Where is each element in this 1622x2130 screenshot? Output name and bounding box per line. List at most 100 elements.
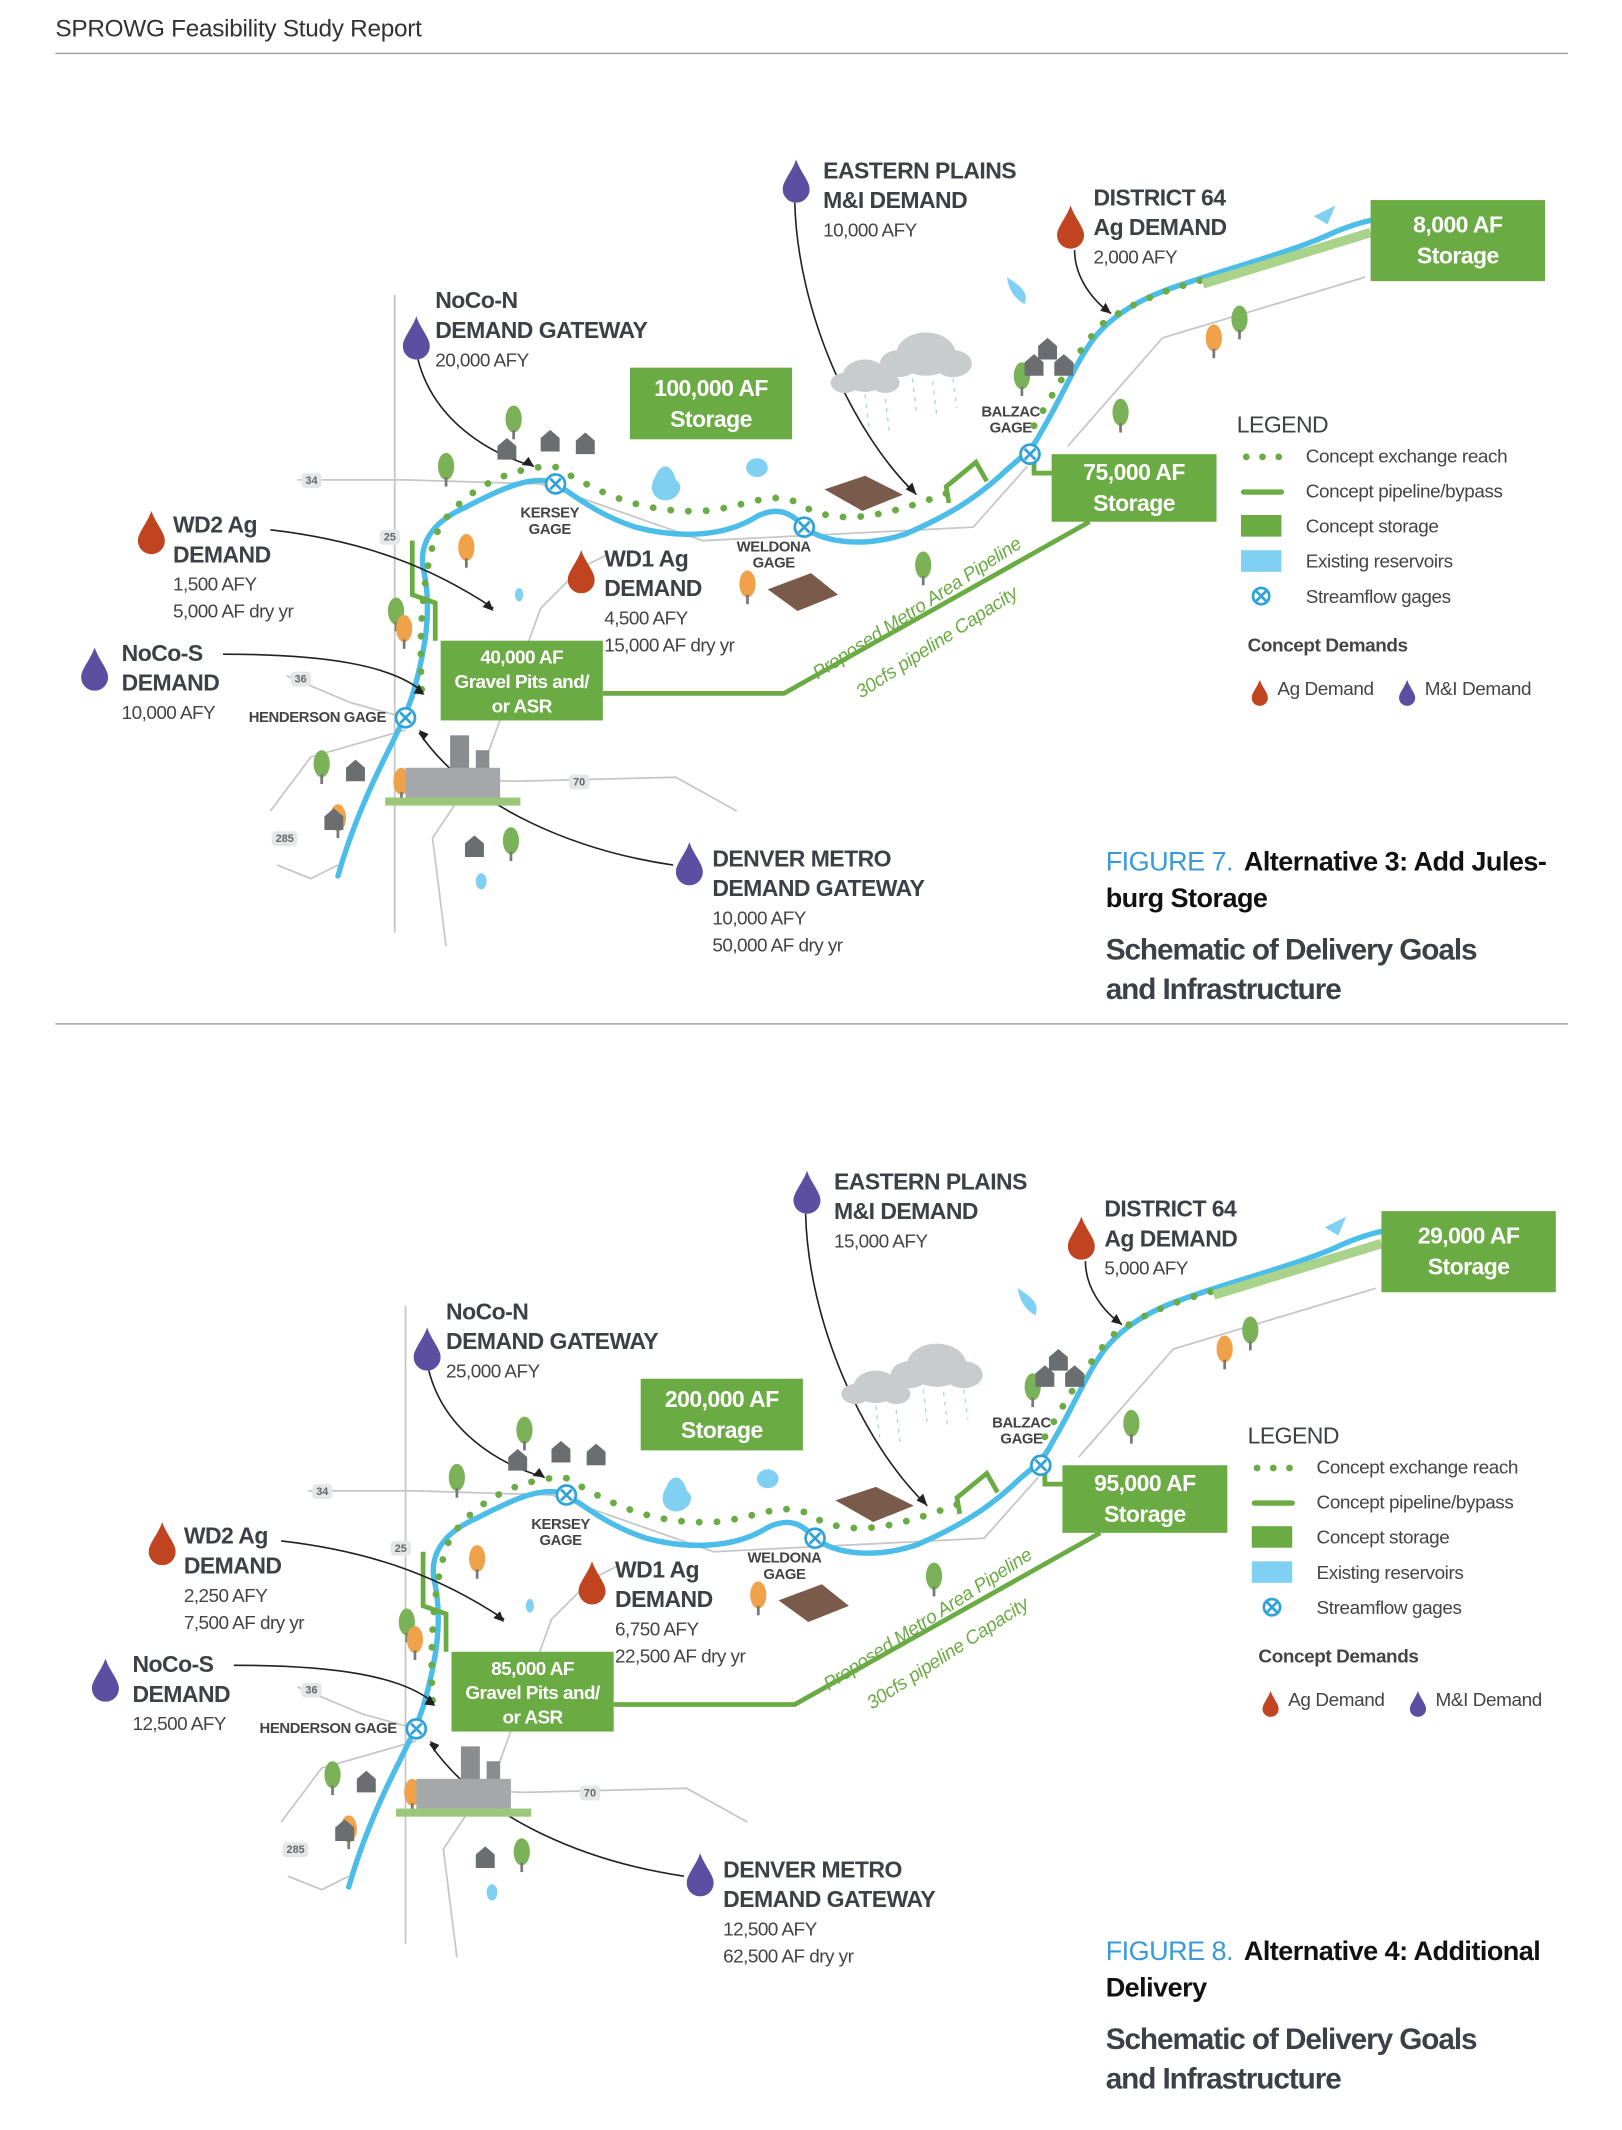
cloud-icon <box>841 1370 911 1405</box>
demand-type: DEMAND GATEWAY <box>435 317 648 344</box>
ag-demand-drop-icon <box>1057 205 1085 249</box>
storage-text: Storage <box>1104 1501 1186 1528</box>
storage-text: Gravel Pits and/ <box>465 1680 600 1703</box>
concept-exchange-reach <box>417 276 1207 693</box>
gage-name: KERSEY <box>520 505 580 522</box>
legend-item-pipeline-bypass: Concept pipeline/bypass <box>1305 479 1503 502</box>
streamflow-gage-icon <box>1029 1454 1052 1477</box>
highway-shield-h70: 70 <box>569 774 590 790</box>
mi-demand-drop-icon <box>413 1327 441 1371</box>
figure-subtitle: Schematic of Delivery Goals and Infrastr… <box>1105 2022 1478 2096</box>
city-skyline-icon <box>385 735 521 806</box>
demand-title: EASTERN PLAINS <box>833 1169 1027 1195</box>
gage-name: BALZAC <box>992 1415 1051 1432</box>
existing-reservoirs <box>486 1216 1347 1901</box>
demand-afy: 10,000 AFY <box>121 701 216 724</box>
tree-icon <box>396 615 413 649</box>
river <box>346 1228 1385 1890</box>
tree-icon <box>448 1463 465 1498</box>
demand-title: DENVER METRO <box>723 1857 902 1883</box>
demand-title: NoCo-N <box>446 1298 529 1325</box>
figure-title: FIGURE 7.Alternative 3: Add Jules- <box>1106 845 1572 881</box>
demand-dry-year: 5,000 AF dry yr <box>173 600 294 622</box>
storage-text: 85,000 AF <box>491 1656 574 1679</box>
house-icon <box>551 1440 571 1463</box>
demand-dry-year: 62,500 AF dry yr <box>723 1945 854 1967</box>
demand-afy: 15,000 AFY <box>833 1230 928 1252</box>
leader-arrows <box>223 202 1112 866</box>
gage-suffix: GAGE <box>989 420 1033 437</box>
storage-text: Storage <box>670 406 752 432</box>
cloud-icon <box>879 332 972 378</box>
tree-icon <box>458 533 475 568</box>
house-icon <box>324 808 344 830</box>
mi-demand-drop-icon <box>675 842 703 886</box>
gage-suffix: GAGE <box>763 1566 806 1583</box>
demand-type: DEMAND <box>604 575 702 602</box>
ag-demand-drop-icon <box>567 550 595 594</box>
house-icon <box>1038 337 1058 360</box>
legend-mi-demand: M&I Demand <box>1424 677 1532 699</box>
figure-number: FIGURE 8. <box>1105 1936 1234 1967</box>
demand-afy: 12,500 AFY <box>132 1712 226 1735</box>
legend-item-streamflow-gages: Streamflow gages <box>1316 1596 1462 1618</box>
tree-icon <box>1242 1316 1259 1351</box>
house-icon <box>508 1449 528 1471</box>
legend-title: LEGEND <box>1247 1423 1340 1450</box>
mi-demand-drop-icon <box>81 647 109 691</box>
demand-type: Ag DEMAND <box>1093 214 1228 241</box>
gage-label-henderson: HENDERSON GAGE <box>248 709 387 726</box>
tree-icon <box>513 1838 530 1873</box>
house-icon <box>1024 354 1044 376</box>
house-icon <box>586 1443 606 1466</box>
storage-box-middle: 100,000 AF Storage <box>629 367 793 440</box>
tree-icon <box>1123 1409 1140 1444</box>
storage-text: 29,000 AF <box>1417 1223 1520 1249</box>
legend-ag-demand: Ag Demand <box>1288 1688 1385 1710</box>
gage-suffix: GAGE <box>528 521 572 538</box>
tree-icon <box>502 827 520 862</box>
tree-icon <box>516 1416 533 1451</box>
demand-afy: 2,250 AFY <box>183 1584 268 1606</box>
demand-title: NoCo-S <box>132 1651 214 1678</box>
ag-demand-drop-icon <box>137 510 165 555</box>
demand-dry-year: 22,500 AF dry yr <box>615 1645 746 1667</box>
concept-exchange-reach <box>428 1287 1218 1704</box>
streamflow-gage-icon <box>793 516 816 538</box>
house-icon <box>475 1846 495 1869</box>
demand-title: WD2 Ag <box>173 512 258 538</box>
house-icon <box>464 835 484 857</box>
house-icon <box>1048 1348 1068 1371</box>
highway-shield-h285: 285 <box>271 831 298 847</box>
demand-dry-year: 15,000 AF dry yr <box>604 633 735 656</box>
gage-label-henderson: HENDERSON GAGE <box>259 1720 398 1737</box>
legend-ag-demand: Ag Demand <box>1277 677 1374 699</box>
demand-dry-year: 7,500 AF dry yr <box>183 1611 305 1633</box>
tree-icon <box>1205 324 1222 359</box>
demand-type: DEMAND <box>132 1681 231 1708</box>
highway-shield-h34: 34 <box>301 473 322 488</box>
house-icon <box>497 437 517 460</box>
house-icon <box>346 759 365 782</box>
storage-text: 40,000 AF <box>480 645 564 668</box>
demand-type: Ag DEMAND <box>1104 1225 1238 1252</box>
storage-text: 100,000 AF <box>654 375 768 401</box>
legend-item-exchange-reach: Concept exchange reach <box>1305 444 1508 467</box>
arrow-heads <box>413 302 1112 741</box>
storage-text: or ASR <box>502 1705 563 1727</box>
gage-name: WELDONA <box>747 1550 822 1567</box>
streamflow-gage-icon <box>394 706 417 729</box>
storage-text: 8,000 AF <box>1413 212 1503 238</box>
tree-icon <box>915 551 932 586</box>
demand-dry-year: 50,000 AF dry yr <box>712 934 843 956</box>
